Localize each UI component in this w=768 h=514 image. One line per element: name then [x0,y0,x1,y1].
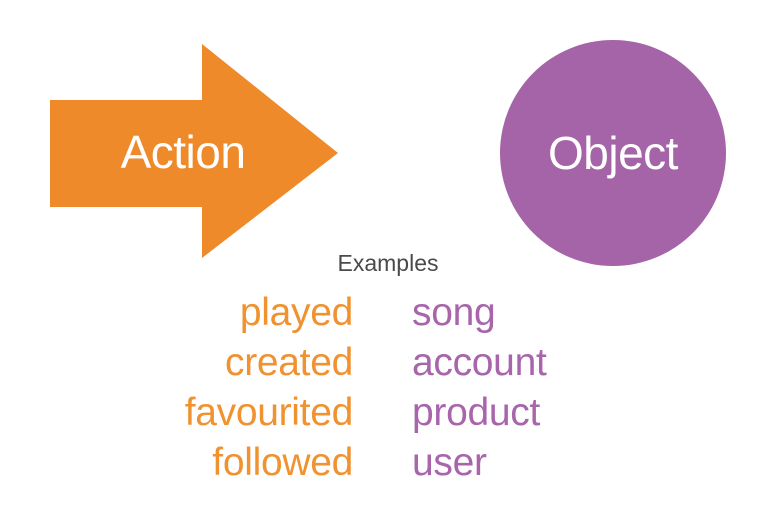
example-action-word: favourited [184,391,354,434]
example-action-word: played [239,291,353,334]
example-object-word: song [412,291,496,334]
action-arrow-shape [50,44,338,258]
action-label: Action [120,126,246,178]
object-circle: Object [500,40,726,266]
example-object-word: account [412,341,547,384]
object-circle-shape [500,40,726,266]
examples-heading: Examples [337,250,439,276]
example-action-word: followed [212,441,353,484]
example-object-word: product [412,391,540,434]
example-row: created account [0,338,768,388]
object-label: Object [548,127,678,179]
example-object-word: user [412,441,487,484]
example-action-word: created [225,341,353,384]
examples-list: played song created account favourited p… [0,288,768,488]
example-row: favourited product [0,388,768,438]
example-row: played song [0,288,768,338]
example-row: followed user [0,438,768,488]
action-arrow: Action [48,40,340,264]
